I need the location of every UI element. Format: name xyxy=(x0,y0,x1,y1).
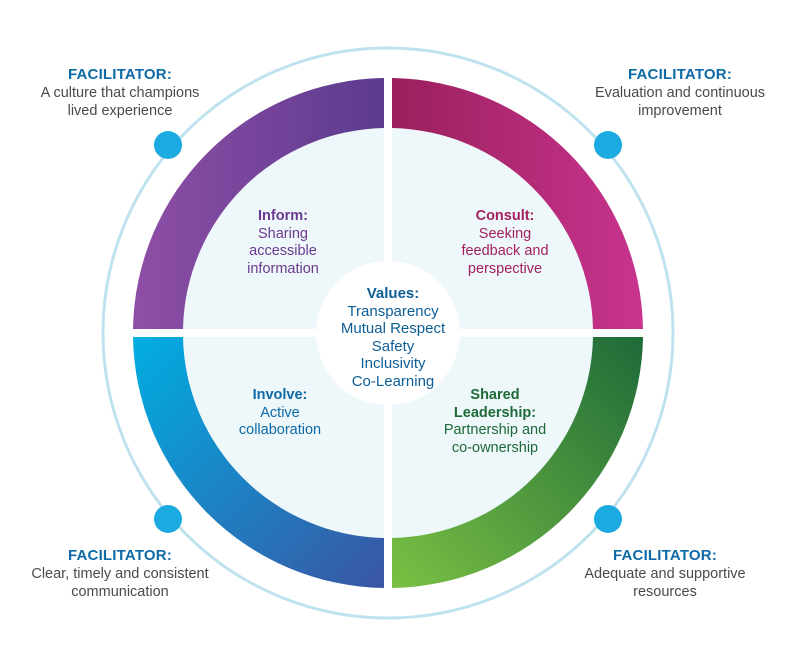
consult-heading: Consult: xyxy=(475,208,535,224)
shared-text: co-ownership xyxy=(451,439,539,456)
consult-text: perspective xyxy=(467,260,543,277)
shared-heading: Leadership: xyxy=(453,404,537,421)
facilitator-top-right: FACILITATOR: Evaluation and continuous i… xyxy=(560,66,800,120)
facilitator-text: Adequate and supportive xyxy=(584,566,746,582)
outer-ring xyxy=(101,46,675,620)
facilitator-heading: FACILITATOR: xyxy=(627,66,733,83)
values-heading: Values: xyxy=(366,285,420,302)
facilitator-text: improvement xyxy=(638,103,722,119)
inform-heading: Inform: xyxy=(258,208,308,224)
dot-top-right xyxy=(594,131,622,159)
dot-top-left xyxy=(154,131,182,159)
inform-arc xyxy=(133,78,384,329)
involve-heading: Involve: xyxy=(252,387,308,403)
value-item: Transparency xyxy=(347,302,439,320)
facilitator-text: Evaluation and continuous xyxy=(594,85,766,101)
involve-text: collaboration xyxy=(238,422,322,438)
dot-bottom-right xyxy=(594,505,622,533)
values-block: Values: Transparency Mutual Respect Safe… xyxy=(318,285,468,390)
quadrant-consult: Consult: Seeking feedback and perspectiv… xyxy=(430,208,580,278)
consult-text: feedback and xyxy=(461,243,549,259)
facilitator-text: communication xyxy=(71,584,169,600)
consult-arc xyxy=(392,78,643,329)
quadrant-involve: Involve: Active collaboration xyxy=(205,387,355,440)
value-item: Co-Learning xyxy=(351,372,435,390)
value-item: Inclusivity xyxy=(360,355,426,372)
inform-text: information xyxy=(247,260,319,277)
quadrant-shared-leadership: Shared Leadership: Partnership and co-ow… xyxy=(420,387,570,457)
shared-text: Partnership and xyxy=(443,422,547,438)
involve-text: Active xyxy=(260,404,300,421)
facilitator-bottom-right: FACILITATOR: Adequate and supportive res… xyxy=(545,547,785,601)
shared-heading: Shared xyxy=(470,387,520,403)
facilitator-text: Clear, timely and consistent xyxy=(31,566,209,582)
consult-text: Seeking xyxy=(478,225,532,242)
shared-leadership-arc xyxy=(392,337,643,588)
quadrant-inform: Inform: Sharing accessible information xyxy=(208,208,358,278)
value-item: Safety xyxy=(371,337,415,355)
facilitator-text: lived experience xyxy=(67,103,173,119)
center-circle xyxy=(316,261,460,405)
facilitator-text: resources xyxy=(633,584,697,600)
facilitator-heading: FACILITATOR: xyxy=(67,66,173,83)
facilitator-text: A culture that champions xyxy=(40,85,200,101)
inform-text: accessible xyxy=(249,243,317,259)
value-item: Mutual Respect xyxy=(340,320,446,337)
facilitator-bottom-left: FACILITATOR: Clear, timely and consisten… xyxy=(0,547,240,601)
involve-arc xyxy=(133,337,384,588)
inform-text: Sharing xyxy=(258,225,308,242)
facilitator-heading: FACILITATOR: xyxy=(67,547,173,564)
facilitator-top-left: FACILITATOR: A culture that champions li… xyxy=(0,66,240,120)
dot-bottom-left xyxy=(154,505,182,533)
facilitator-heading: FACILITATOR: xyxy=(612,547,718,564)
